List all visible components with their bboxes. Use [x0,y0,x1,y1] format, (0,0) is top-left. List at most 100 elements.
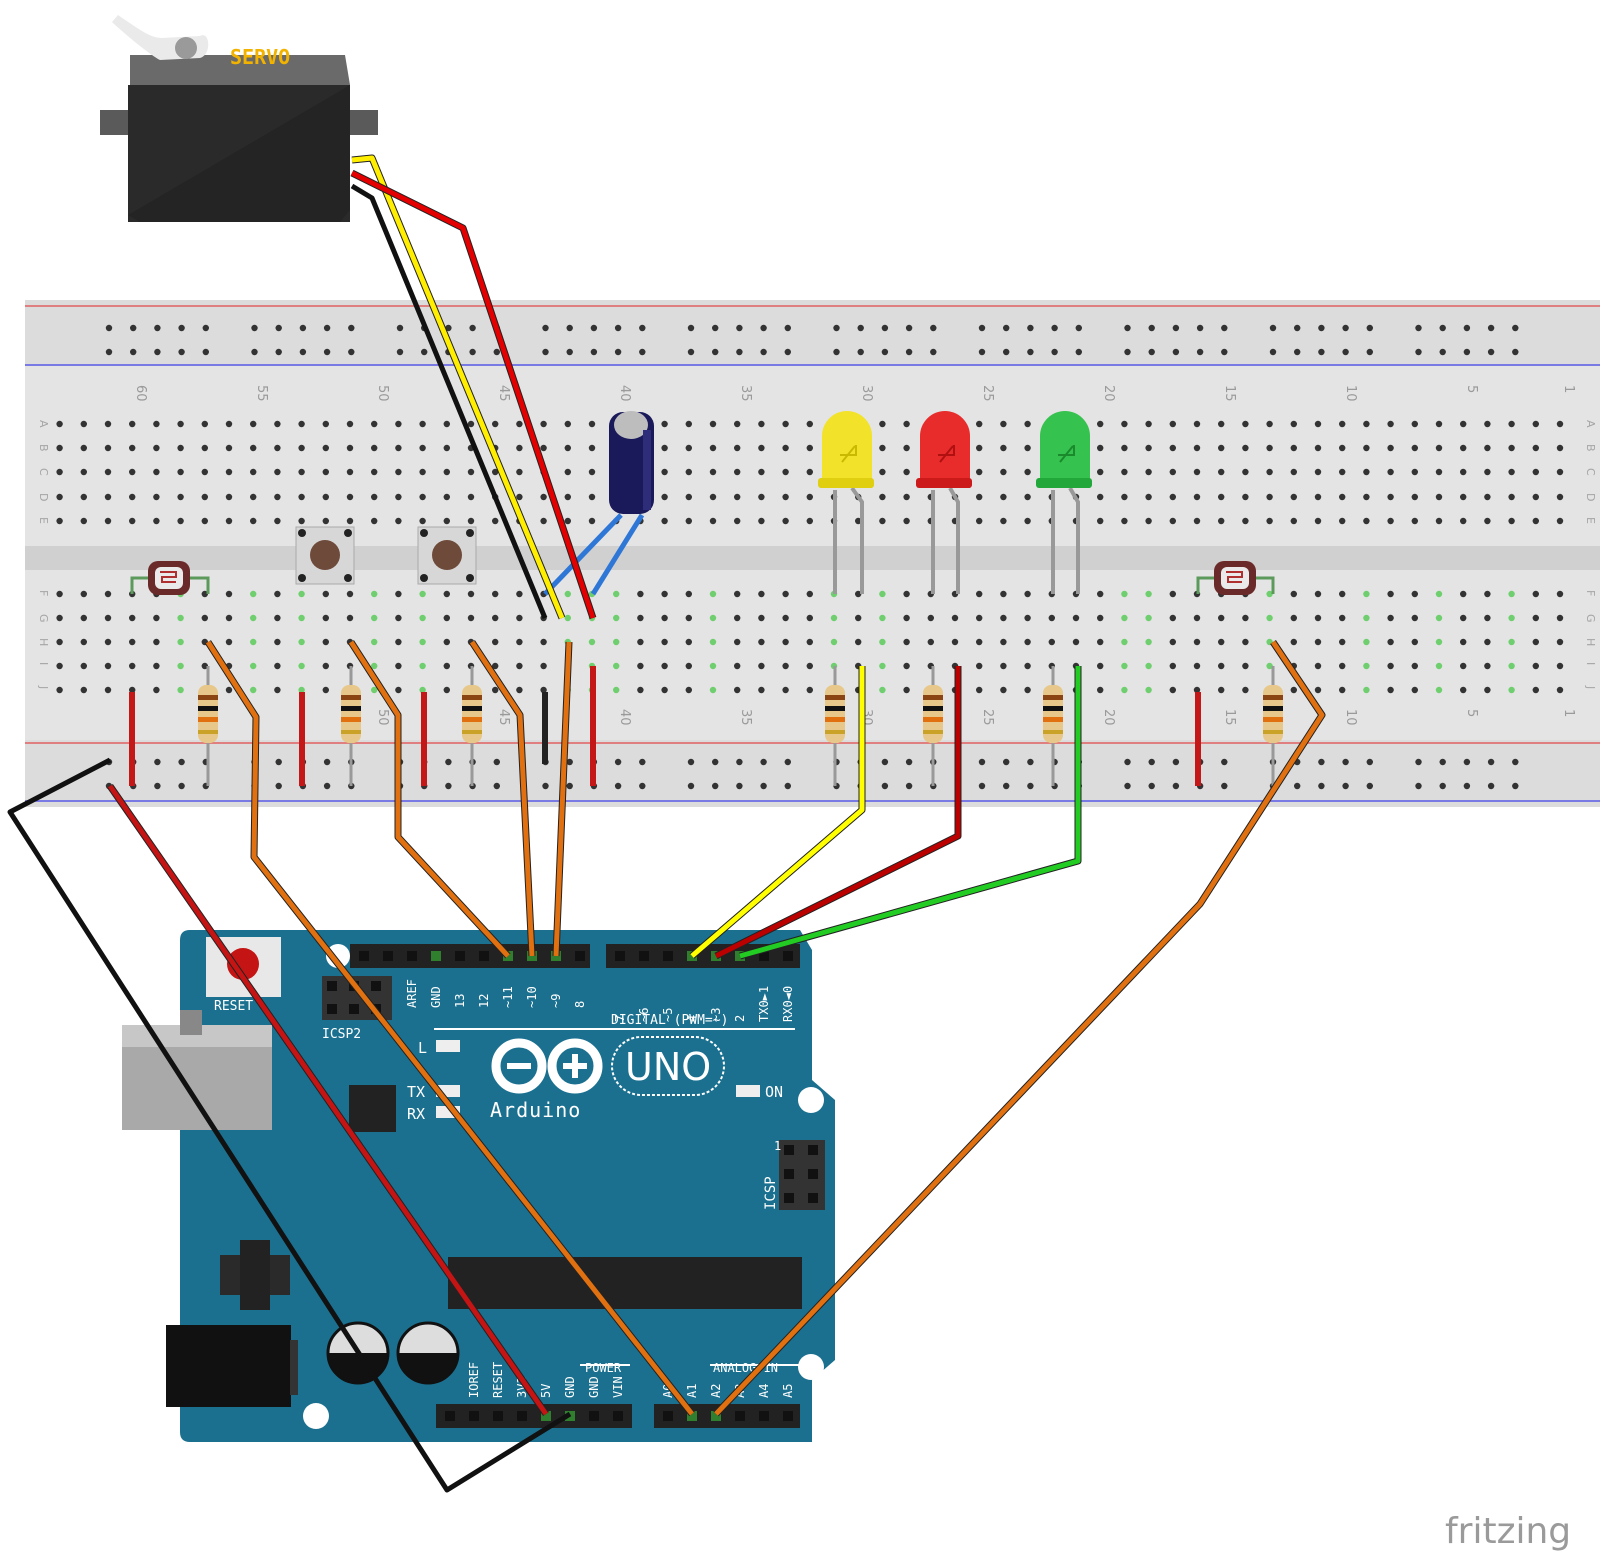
breadboard-hole [492,590,499,598]
header-pin[interactable] [541,1411,551,1421]
tx-label: TX [407,1083,425,1101]
breadboard-hole [250,444,257,452]
rail-hole [178,782,185,790]
header-pin[interactable] [783,951,793,961]
column-number: 40 [617,709,632,726]
breadboard-hole [80,468,88,476]
column-number: 35 [738,709,753,726]
header-pin[interactable] [613,1411,623,1421]
header-pin[interactable] [783,1411,793,1421]
breadboard-hole [1097,517,1104,525]
breadboard-hole [225,444,233,452]
rail-hole [1221,758,1228,766]
header-pin[interactable] [759,1411,769,1421]
header-pin[interactable] [759,951,769,961]
wires [7,154,1326,1493]
breadboard-hole [1339,686,1346,694]
header-pin[interactable] [455,951,465,961]
header-pin[interactable] [359,951,369,961]
wire-led-yellow-d4 [690,666,865,958]
breadboard-hole [1242,493,1249,501]
rail-hole [130,348,137,356]
breadboard-hole [1000,444,1007,452]
header-pin[interactable] [639,951,649,961]
header-pin[interactable] [663,951,673,961]
breadboard-hole [395,444,402,452]
breadboard-hole [395,662,402,670]
breadboard-hole [1339,662,1346,670]
breadboard-hole [346,517,354,525]
rail-hole [1148,348,1155,356]
breadboard-hole [201,517,208,525]
header-pin[interactable] [493,1411,503,1421]
led-yellow [818,411,874,594]
breadboard-hole [1024,420,1031,428]
header-pin[interactable] [711,1411,721,1421]
row-letter: F [1584,590,1597,596]
breadboard-hole [709,686,717,694]
rail-hole [1294,348,1301,356]
breadboard-hole [419,638,426,646]
header-pin[interactable] [687,1411,697,1421]
rail-hole [1342,782,1349,790]
digital-label: DIGITAL (PWM=~) [611,1013,728,1028]
breadboard-hole [250,614,257,622]
breadboard-hole [1290,517,1298,525]
wire-ldr-left-a0 [205,640,694,1416]
led-green [1036,411,1092,594]
breadboard-hole [177,638,184,646]
breadboard-hole [1290,590,1298,598]
breadboard-hole [976,614,983,622]
pushbutton-1[interactable] [295,526,355,585]
breadboard-hole [1532,638,1540,646]
header-pin[interactable] [735,1411,745,1421]
breadboard-hole [322,468,329,476]
breadboard-hole [1290,614,1298,622]
rail-hole [348,348,355,356]
breadboard-hole [1484,662,1491,670]
breadboard-hole [903,662,910,670]
breadboard-hole [976,468,983,476]
rail-hole [105,348,113,356]
breadboard-hole [516,590,523,598]
header-pin[interactable] [445,1411,455,1421]
header-pin[interactable] [663,1411,673,1421]
pin-label: GND [429,986,443,1008]
breadboard-hole [758,517,765,525]
breadboard-hole [56,662,63,670]
rail-hole [1366,324,1374,332]
breadboard-hole [1145,686,1152,694]
breadboard-hole [903,444,910,452]
header-pin[interactable] [479,951,489,961]
rail-hole [566,324,573,332]
header-pin[interactable] [407,951,417,961]
header-pin[interactable] [575,951,585,961]
breadboard-hole [588,638,596,646]
rail-hole [421,348,428,356]
rail-hole [1415,782,1422,790]
header-pin[interactable] [615,951,625,961]
rail-hole [202,324,209,332]
pushbutton-2[interactable] [417,526,477,585]
header-pin[interactable] [469,1411,479,1421]
header-pin[interactable] [383,951,393,961]
breadboard-hole [1532,662,1540,670]
breadboard-hole [1460,614,1467,622]
breadboard-hole [1363,420,1370,428]
breadboard-hole [1024,590,1031,598]
breadboard-hole [1484,468,1491,476]
breadboard-hole [1097,444,1104,452]
breadboard-hole [492,662,499,670]
rail-hole [1342,348,1349,356]
breadboard-hole [1000,686,1007,694]
header-pin[interactable] [431,951,441,961]
breadboard-hole [1314,493,1322,501]
arduino-uno-board: RESET ICSP2 DIGITAL (PWM=~) L TX RX ON A… [122,930,835,1442]
breadboard-hole [758,468,765,476]
rail-hole [251,348,258,356]
header-pin[interactable] [517,1411,527,1421]
breadboard-hole [177,468,184,476]
breadboard-hole [1508,662,1515,670]
breadboard-hole [80,420,88,428]
header-pin[interactable] [589,1411,599,1421]
